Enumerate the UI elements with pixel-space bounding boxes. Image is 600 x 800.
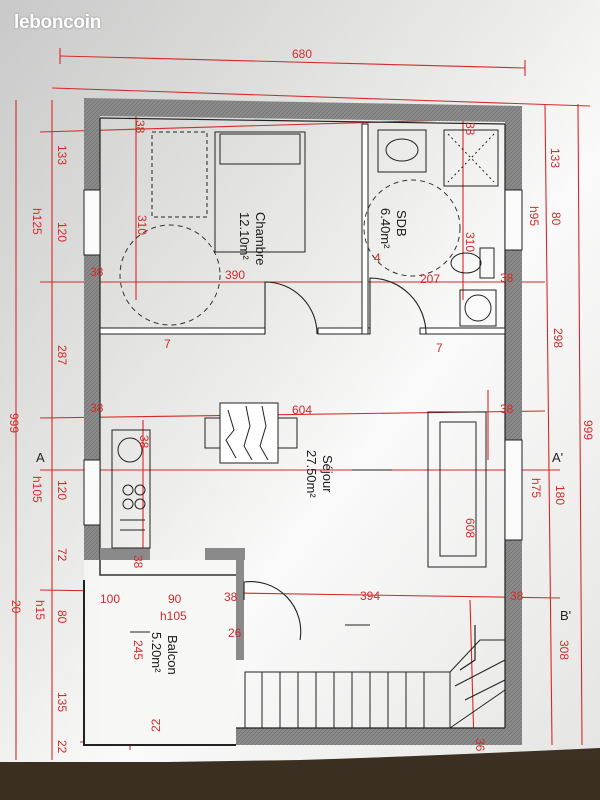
- dim-left-135: 135: [55, 692, 69, 712]
- dim-stair-36: 36: [473, 738, 487, 752]
- dim-right-h75: h75: [529, 478, 543, 498]
- dim-left-72: 72: [55, 548, 69, 562]
- dim-left-window: 120: [55, 222, 69, 242]
- dim-right-h95: h95: [527, 206, 541, 226]
- dim-wall-left-1: 38: [90, 265, 104, 279]
- section-b-prime: B': [560, 608, 571, 623]
- section-a: A: [36, 450, 45, 465]
- table-surface: [0, 762, 600, 800]
- dim-wall-top-left: 38: [133, 120, 147, 134]
- dim-right-80: 80: [549, 212, 563, 226]
- section-a-prime: A': [552, 450, 563, 465]
- dim-balcon-depth: 245: [131, 640, 145, 660]
- table-icon: [204, 402, 298, 464]
- bed-icon: [151, 131, 306, 253]
- dim-wall-door: 38: [224, 590, 238, 604]
- dim-wall-top-right: 38: [463, 122, 477, 136]
- mark-4: 4: [374, 251, 381, 265]
- dim-left-120b: 120: [55, 480, 69, 500]
- room-sejour-name: Séjour: [320, 455, 335, 493]
- toilet-icon: [450, 247, 495, 279]
- dim-left-20: 20: [9, 600, 23, 614]
- dim-top-width: 680: [292, 47, 312, 61]
- section-marks: A A' B': [36, 450, 571, 623]
- dim-left-22: 22: [55, 740, 69, 754]
- kitchen-icon: [111, 429, 151, 549]
- dim-left-top: 133: [55, 145, 69, 165]
- dim-chambre-circle: 310: [135, 215, 149, 235]
- dim-kitchen-38: 38: [137, 435, 151, 449]
- dimension-labels: 680 38 38 38 390 207 38 310 310 38 604 3…: [7, 47, 595, 754]
- dim-window-h105: h105: [160, 609, 187, 623]
- dim-left-287: 287: [55, 345, 69, 365]
- dim-sdb-width: 207: [420, 272, 440, 286]
- dim-wall-right-3: 38: [510, 589, 524, 603]
- room-balcon-area: 5.20m²: [149, 632, 164, 673]
- dim-balcon-width: 100: [100, 592, 120, 606]
- mark-7-b: 7: [436, 341, 443, 355]
- dim-right-308: 308: [557, 640, 571, 660]
- dim-left-80: 80: [55, 610, 69, 624]
- dim-wall-left-2: 38: [90, 401, 104, 415]
- room-sdb-name: SDB: [394, 210, 409, 237]
- dim-wall-right-1: 38: [500, 271, 514, 285]
- dim-left-h125: h125: [30, 208, 44, 235]
- dim-sdb-circle: 310: [463, 232, 477, 252]
- dim-sejour-depth: 608: [463, 518, 477, 538]
- dim-balcon-span: 90: [168, 592, 182, 606]
- room-sejour-area: 27.50m²: [304, 450, 319, 498]
- leboncoin-logo: leboncoin: [14, 12, 102, 33]
- dim-door-26: 26: [228, 626, 242, 640]
- dim-right-total: 999: [581, 420, 595, 440]
- dim-left-h105: h105: [30, 476, 44, 503]
- doors: [243, 277, 427, 641]
- rotation-circles: [119, 179, 461, 326]
- dim-chambre-width: 390: [225, 268, 245, 282]
- room-balcon-name: Balcon: [165, 635, 180, 675]
- dim-lower-width: 394: [360, 589, 380, 603]
- walls: [83, 98, 523, 746]
- dim-left-total: 999: [7, 413, 21, 433]
- sink-icon: [377, 129, 427, 173]
- washer-icon: [459, 289, 497, 327]
- stairs-icon: [244, 625, 506, 729]
- room-sdb-area: 6.40m²: [378, 208, 393, 249]
- mark-7-a: 7: [164, 337, 171, 351]
- dim-right-298: 298: [551, 328, 565, 348]
- dim-right-top: 133: [548, 148, 562, 168]
- room-chambre-name: Chambre: [253, 212, 268, 265]
- room-labels: Chambre 12.10m² SDB 6.40m² Séjour 27.50m…: [149, 208, 409, 675]
- dim-left-h15: h15: [33, 600, 47, 620]
- dim-wall-kitchen: 38: [131, 555, 145, 569]
- dim-wall-right-2: 38: [500, 402, 514, 416]
- shower-icon: [443, 129, 499, 187]
- dim-sejour-width: 604: [292, 403, 312, 417]
- room-chambre-area: 12.10m²: [237, 212, 252, 260]
- sofa-icon: [427, 411, 487, 568]
- axis-marks: [130, 469, 392, 633]
- dim-balcon-22: 22: [149, 718, 163, 732]
- dim-right-180: 180: [553, 485, 567, 505]
